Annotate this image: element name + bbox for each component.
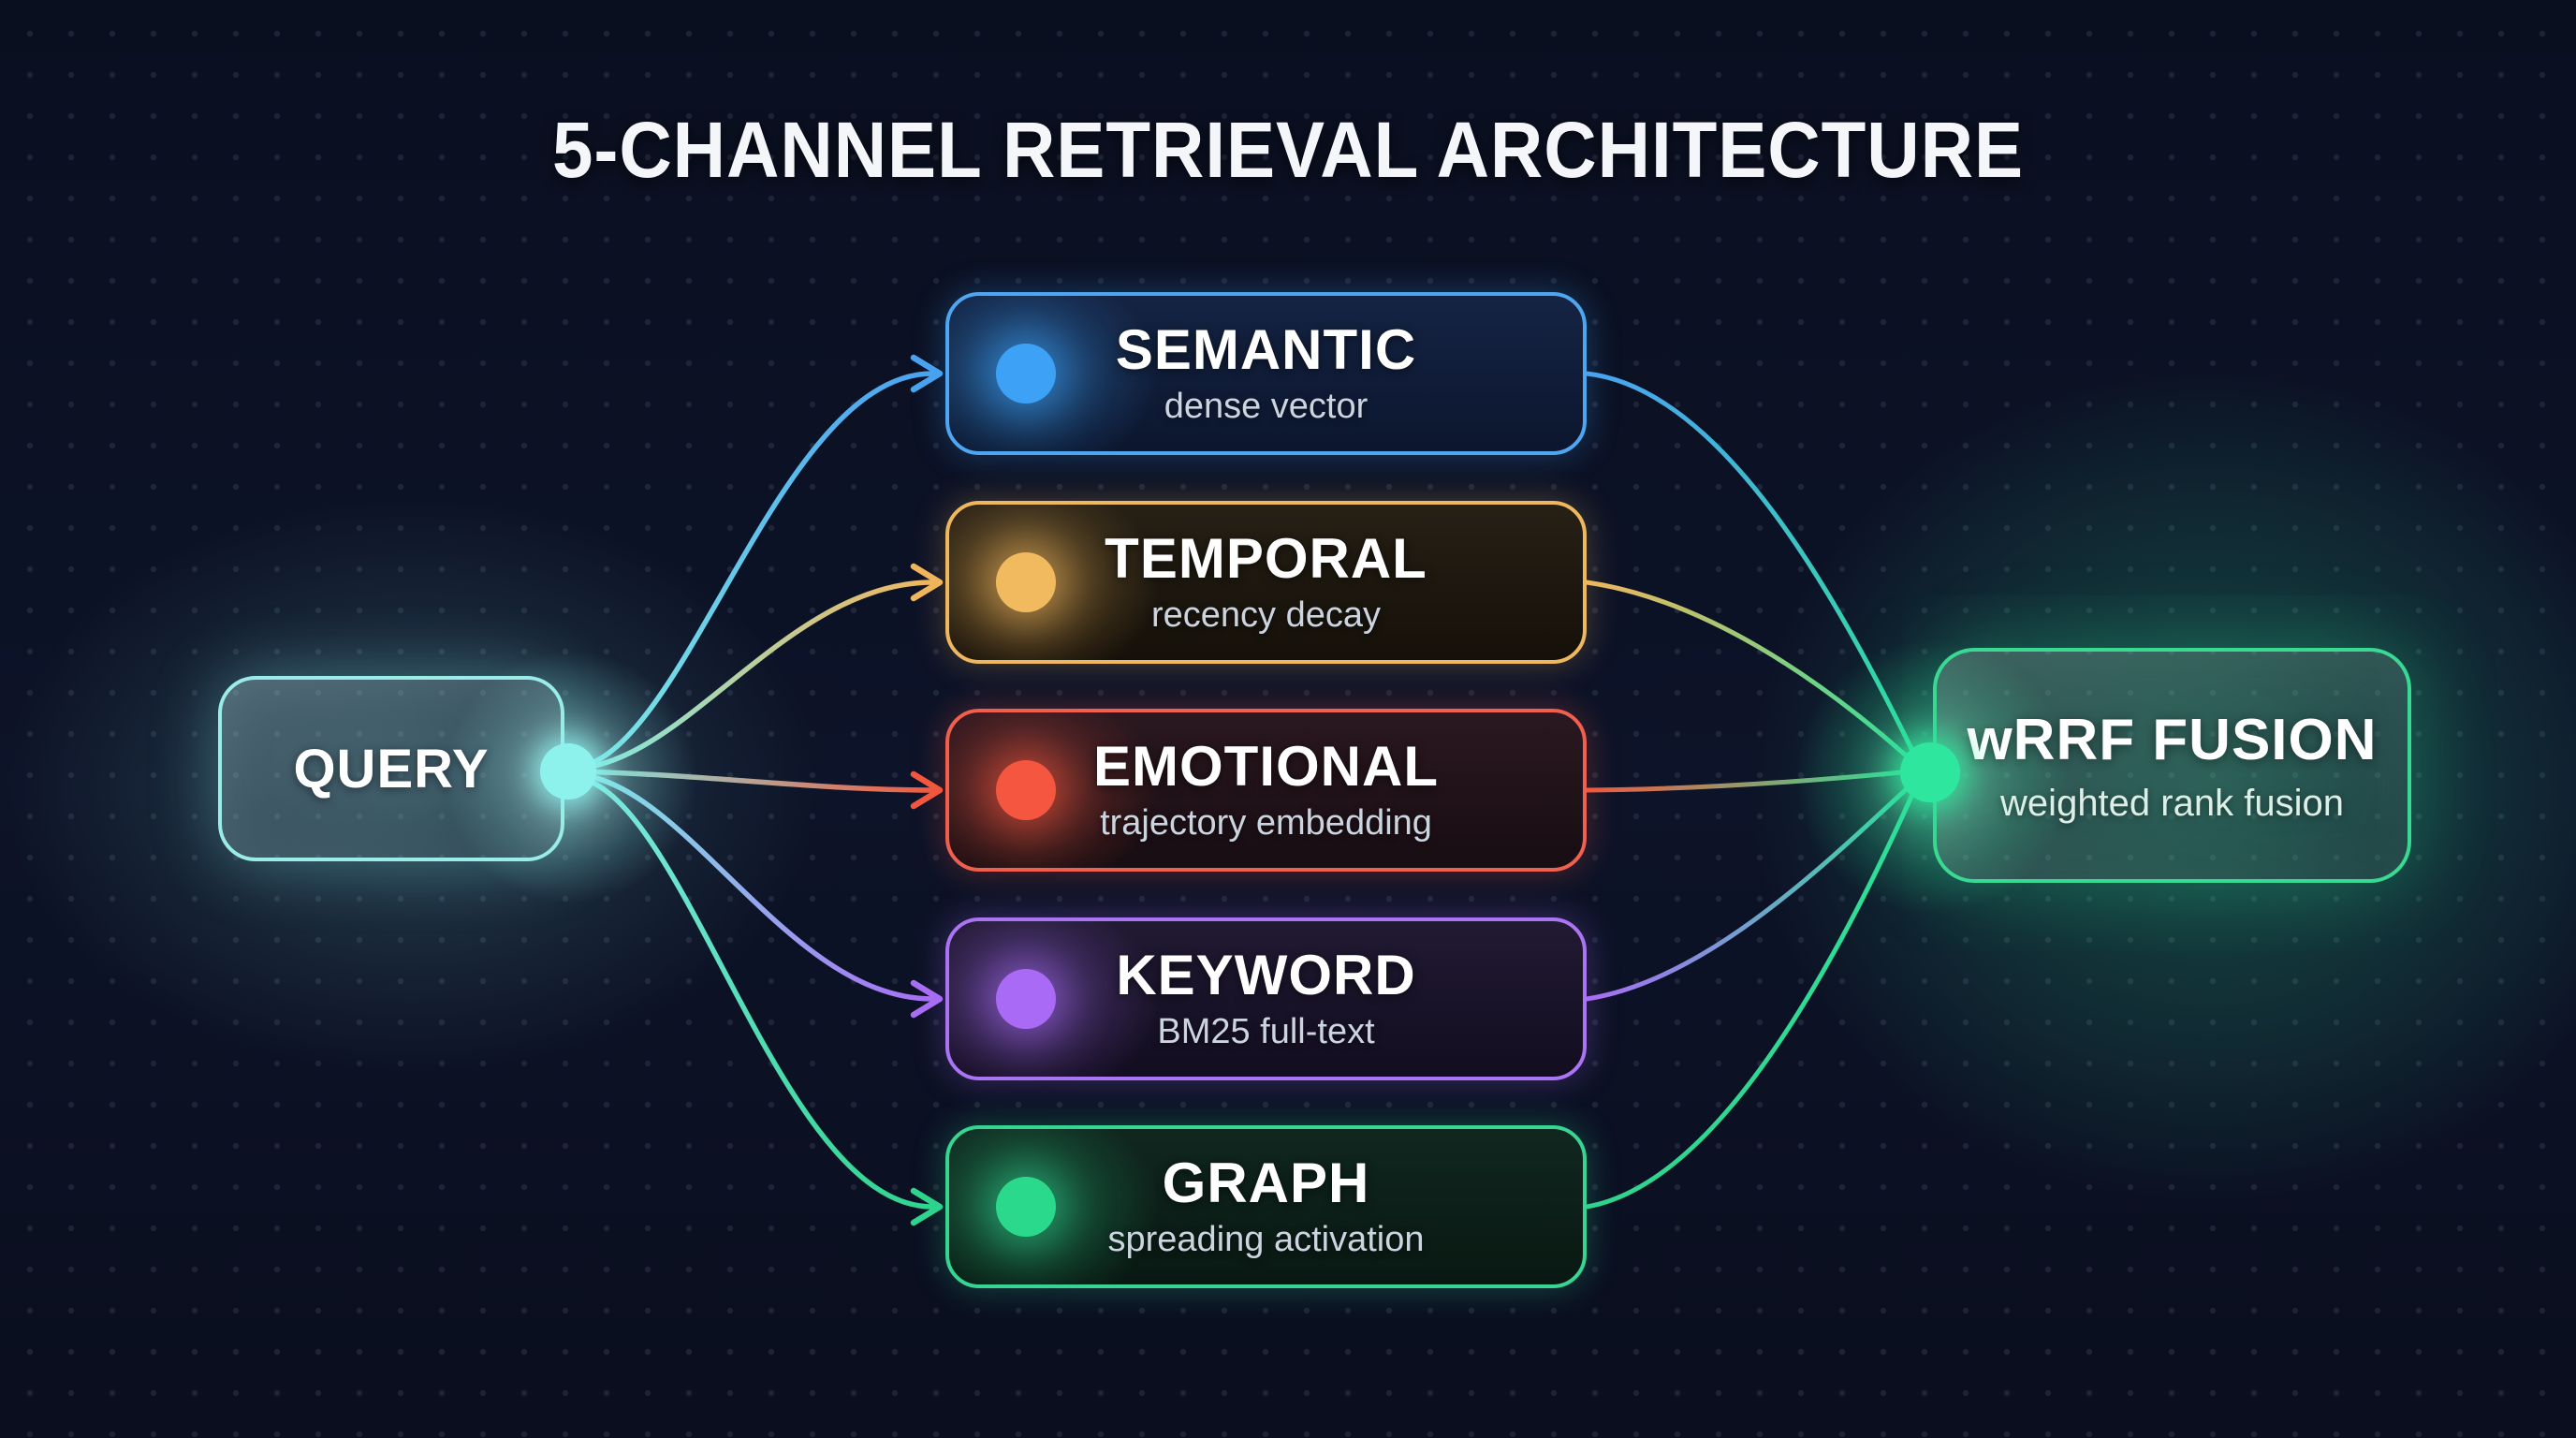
channel-title-temporal: TEMPORAL (1105, 527, 1427, 590)
wire-graph-to-fusion (1584, 785, 1918, 1210)
fusion-box: wRRF FUSION weighted rank fusion (1933, 648, 2411, 883)
wire-query-to-emotional (568, 769, 935, 793)
channel-box-emotional: EMOTIONAL trajectory embedding (945, 709, 1587, 872)
channel-subtitle-semantic: dense vector (1164, 387, 1368, 426)
channel-title-keyword: KEYWORD (1116, 944, 1416, 1006)
channel-title-emotional: EMOTIONAL (1093, 735, 1439, 798)
wire-query-to-semantic (568, 371, 935, 770)
channel-subtitle-graph: spreading activation (1107, 1220, 1425, 1259)
query-label: QUERY (293, 738, 490, 800)
channel-subtitle-keyword: BM25 full-text (1157, 1012, 1375, 1051)
query-box: QUERY (218, 676, 564, 861)
channel-box-graph: GRAPH spreading activation (945, 1125, 1587, 1288)
channel-box-keyword: KEYWORD BM25 full-text (945, 917, 1587, 1080)
wire-temporal-to-fusion (1584, 580, 1916, 765)
wire-query-to-graph (568, 774, 935, 1210)
wire-semantic-to-fusion (1584, 371, 1918, 759)
channel-subtitle-emotional: trajectory embedding (1100, 803, 1432, 843)
fusion-subtitle: weighted rank fusion (2000, 782, 2344, 824)
channel-title-semantic: SEMANTIC (1115, 318, 1417, 381)
channel-subtitle-temporal: recency decay (1150, 595, 1381, 635)
wire-emotional-to-fusion (1584, 769, 1914, 793)
query-connector-node-icon (540, 743, 596, 800)
channel-title-graph: GRAPH (1162, 1152, 1370, 1214)
channel-box-temporal: TEMPORAL recency decay (945, 501, 1587, 664)
fusion-connector-node-icon (1900, 742, 1960, 802)
fusion-title: wRRF FUSION (1967, 707, 2378, 772)
channel-box-semantic: SEMANTIC dense vector (945, 292, 1587, 455)
